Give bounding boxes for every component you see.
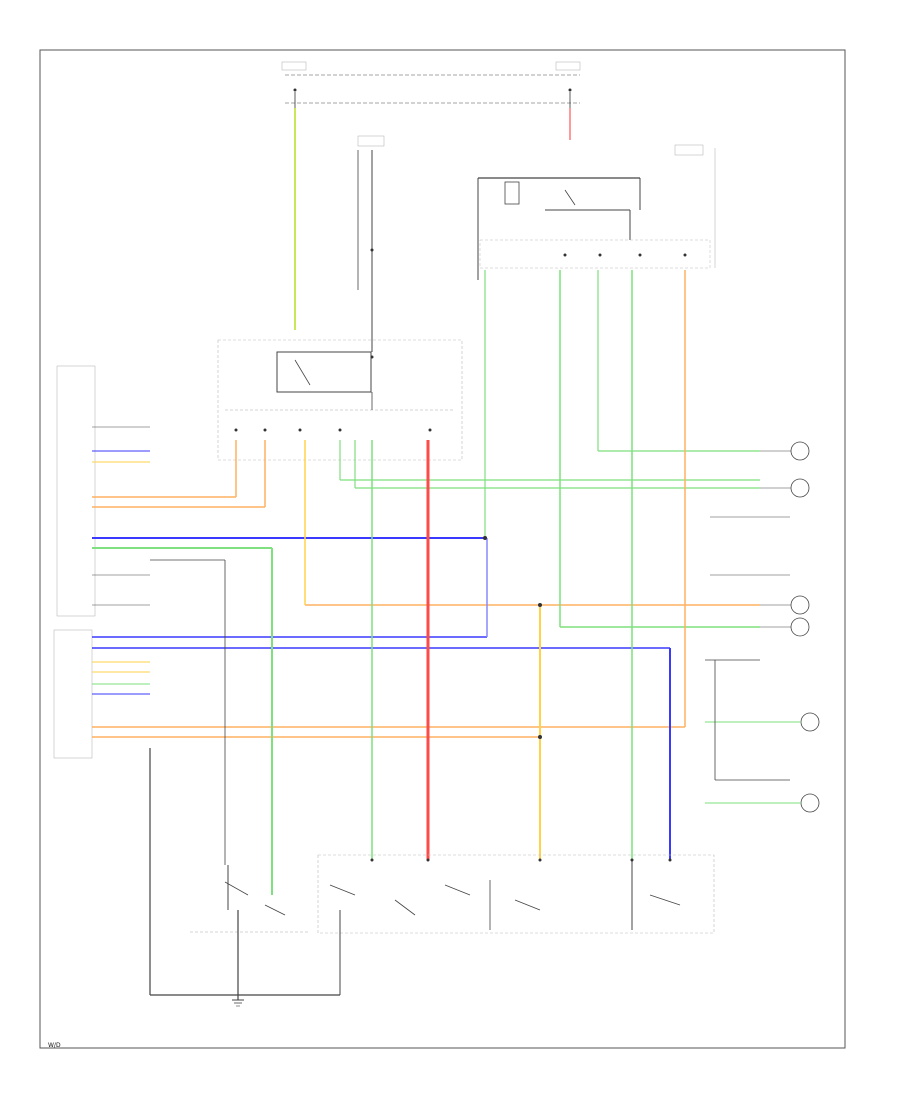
lamp-2 [790,478,810,498]
relay-module [217,300,463,461]
page-id: W/D [48,1042,61,1049]
top-power-feed [281,61,581,108]
upper-middle-fuse [357,135,385,300]
ground-wiring [149,559,341,1007]
lamp-1 [790,441,810,461]
diagram-frame [39,49,846,1049]
lamp-5 [800,712,820,732]
left-control-module [53,365,150,759]
upper-right-relay-box [477,144,716,280]
lamp-6 [800,793,820,813]
right-lamps [705,441,820,813]
bottom-switch-module [190,854,715,934]
junction-dots [370,536,672,862]
lamp-3 [790,595,810,615]
lamp-4 [790,617,810,637]
